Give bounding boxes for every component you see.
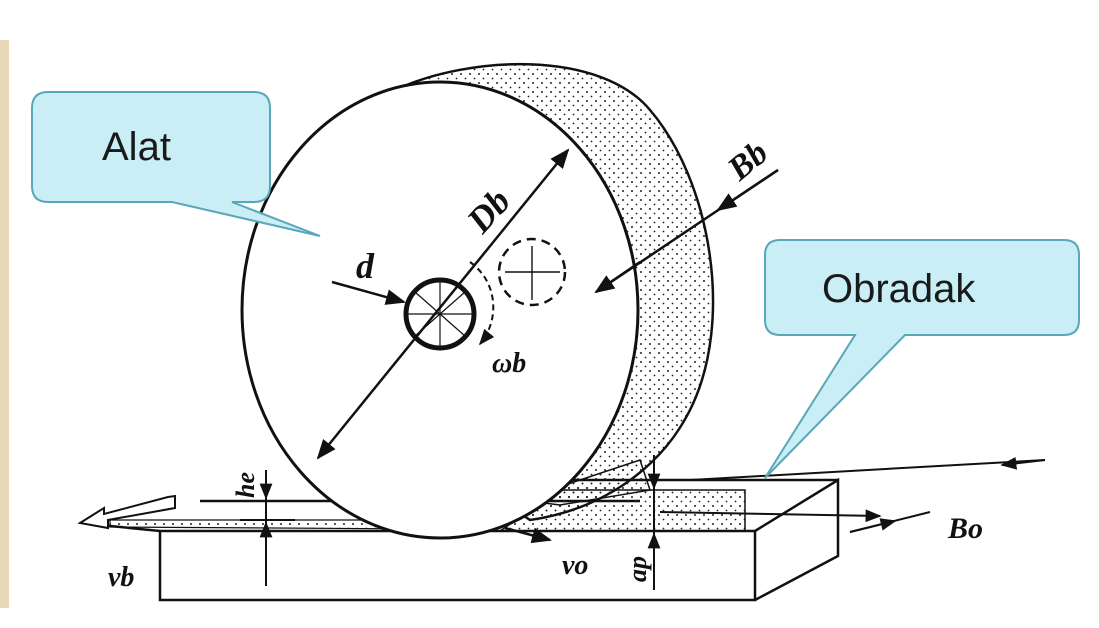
label-bb: Bb (720, 134, 775, 188)
bo-arrow-bottom (849, 518, 897, 533)
db-dimension-line (316, 148, 570, 460)
callout-alat-bubble (31, 91, 321, 237)
bb-arrow-in (716, 168, 779, 212)
vo-arrow (504, 526, 552, 544)
bb-arrow-out (594, 260, 641, 294)
callout-alat-text: Alat (102, 125, 171, 169)
callout-obradak-text: Obradak (822, 267, 976, 311)
label-d: d (356, 246, 375, 286)
d-arrow (331, 280, 406, 305)
left-edge-bar (0, 40, 9, 608)
label-bo: Bo (947, 512, 983, 545)
bo-line-top (689, 459, 1046, 481)
callout-obradak-bubble (764, 239, 1080, 479)
label-he: he (231, 472, 260, 498)
feed-line (659, 509, 882, 523)
label-vb: vb (108, 562, 134, 593)
label-ap: ap (623, 556, 652, 582)
vb-arrow (77, 494, 176, 530)
label-omega-b: ωb (492, 348, 526, 379)
bo-arrow-top (1000, 456, 1046, 470)
label-vo: vo (562, 550, 588, 581)
